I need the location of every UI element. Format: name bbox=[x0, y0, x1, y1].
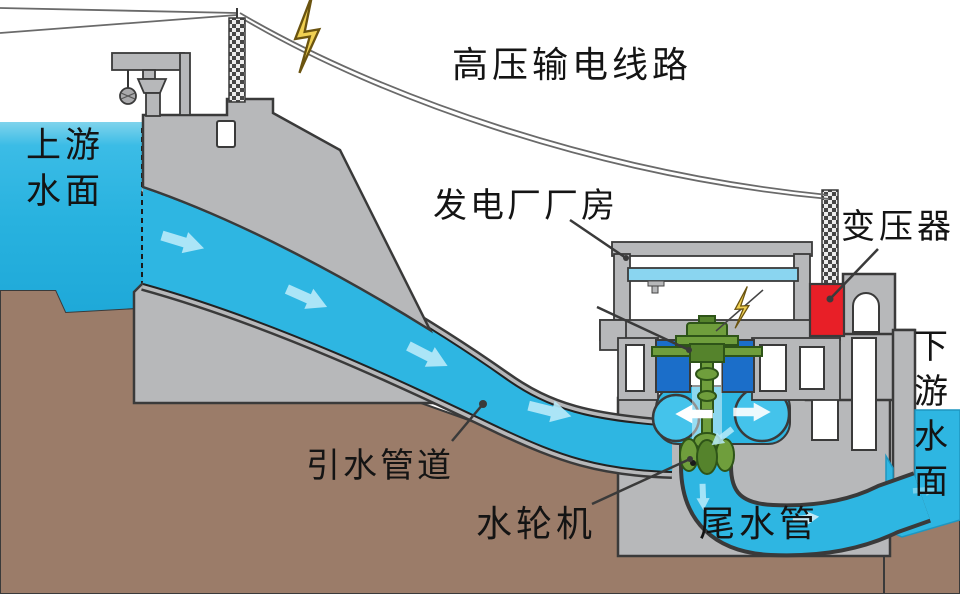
left-wall bbox=[613, 253, 631, 325]
label-penstock: 引水管道 bbox=[306, 448, 454, 485]
draft-tube-water bbox=[683, 430, 930, 554]
powerhouse-building bbox=[599, 241, 841, 401]
window-opening bbox=[625, 344, 645, 392]
window-opening bbox=[759, 344, 787, 392]
crane-hook bbox=[651, 285, 659, 294]
transmission-tower bbox=[228, 8, 246, 103]
annex-arch-opening bbox=[852, 292, 880, 333]
leader-lines bbox=[451, 218, 879, 506]
foundation-slot bbox=[851, 337, 877, 451]
right-wall bbox=[793, 253, 811, 325]
upstream-water bbox=[0, 122, 143, 318]
penstock-water bbox=[143, 187, 672, 472]
generator-rotor bbox=[689, 343, 725, 363]
window-opening bbox=[799, 346, 825, 390]
dam-window bbox=[216, 120, 236, 148]
label-power-line: 高压输电线路 bbox=[452, 45, 693, 85]
transformer-tower bbox=[821, 189, 839, 289]
transformer-unit bbox=[808, 189, 846, 338]
generator-unit bbox=[651, 315, 763, 475]
label-turbine: 水轮机 bbox=[476, 504, 597, 544]
tailrace-pier bbox=[891, 328, 917, 484]
draft-tube bbox=[679, 430, 931, 558]
label-transformer: 变压器 bbox=[841, 209, 955, 246]
label-powerhouse: 发电厂厂房 bbox=[433, 188, 618, 225]
dam bbox=[141, 97, 434, 334]
turbine-blade bbox=[696, 439, 718, 475]
crane-girder bbox=[111, 52, 185, 71]
crane-hook bbox=[647, 280, 665, 287]
dam-crane bbox=[111, 52, 191, 117]
transformer-body bbox=[808, 282, 846, 338]
crane-beam bbox=[627, 267, 799, 282]
label-draft-tube: 尾水管 bbox=[699, 504, 820, 544]
label-downstream-water: 下游水面 bbox=[914, 329, 948, 501]
roof-slab bbox=[611, 241, 813, 257]
turbine-blade bbox=[679, 438, 699, 472]
label-upstream-water: 上游水面 bbox=[26, 126, 105, 212]
